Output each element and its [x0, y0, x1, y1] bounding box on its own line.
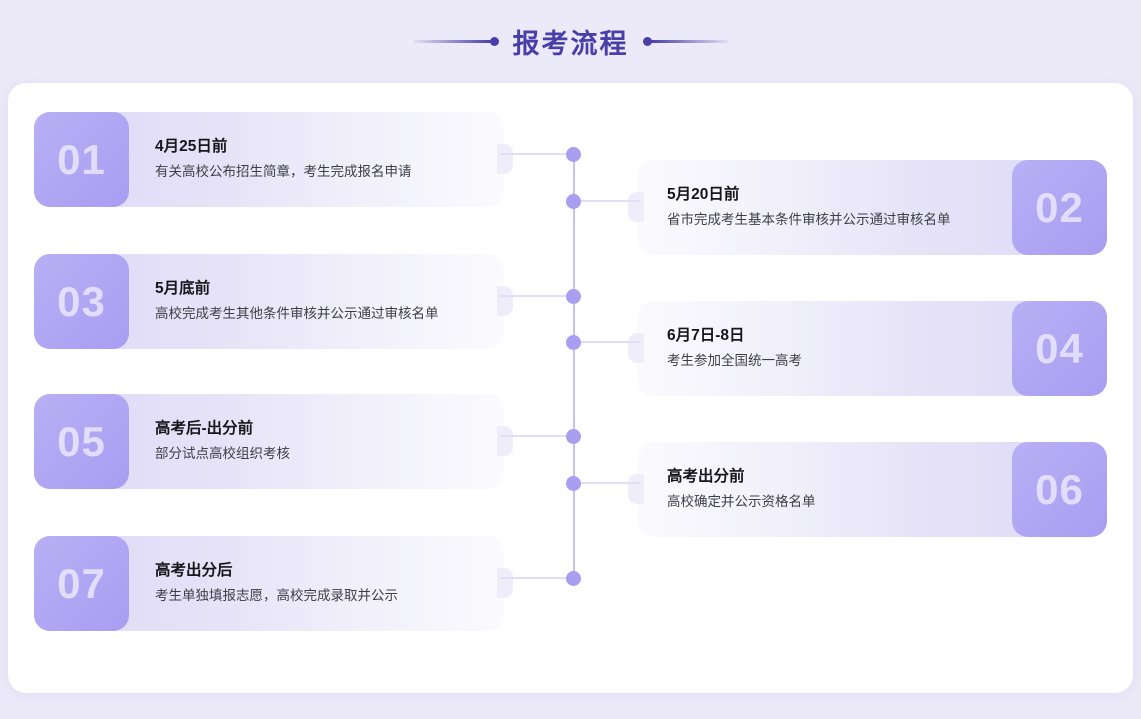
step-description: 高校完成考生其他条件审核并公示通过审核名单: [155, 306, 439, 322]
timeline-node-dot: [566, 335, 581, 350]
step-text-block: 5月20日前省市完成考生基本条件审核并公示通过审核名单: [637, 160, 1012, 255]
step-number-badge: 06: [1012, 442, 1107, 537]
decoration-dot: [489, 37, 499, 46]
step-text-block: 6月7日-8日考生参加全国统一高考: [637, 301, 1012, 396]
step-description: 考生参加全国统一高考: [667, 353, 802, 369]
step-text-block: 高考出分前高校确定并公示资格名单: [637, 442, 1012, 537]
step-description: 省市完成考生基本条件审核并公示通过审核名单: [667, 212, 951, 228]
step-text-block: 高考后-出分前部分试点高校组织考核: [129, 394, 504, 489]
step-description: 考生单独填报志愿，高校完成录取并公示: [155, 588, 398, 604]
step-connector-tab: [497, 286, 513, 316]
timeline-node-dot: [566, 476, 581, 491]
step-description: 部分试点高校组织考核: [155, 446, 290, 462]
step-connector-tab: [628, 192, 644, 222]
step-title: 5月底前: [155, 280, 211, 298]
page-header: 报考流程: [0, 0, 1141, 83]
timeline-node-dot: [566, 571, 581, 586]
step-number-badge: 02: [1012, 160, 1107, 255]
dot-line-decoration-icon: [642, 37, 729, 46]
step-number-badge: 03: [34, 254, 129, 349]
step-title: 高考出分前: [667, 468, 745, 486]
decoration-line: [650, 40, 729, 43]
timeline-spine: [573, 154, 575, 579]
timeline-connector: [574, 482, 641, 484]
step-connector-tab: [628, 474, 644, 504]
step-connector-tab: [628, 333, 644, 363]
timeline-connector: [500, 435, 574, 437]
timeline-connector: [500, 153, 574, 155]
step-title: 高考后-出分前: [155, 420, 254, 438]
step-text-block: 4月25日前有关高校公布招生简章，考生完成报名申请: [129, 112, 504, 207]
timeline-connector: [574, 341, 641, 343]
page-title: 报考流程: [512, 29, 629, 59]
decoration-line: [412, 40, 491, 43]
step-text-block: 高考出分后考生单独填报志愿，高校完成录取并公示: [129, 536, 504, 631]
step-number-badge: 04: [1012, 301, 1107, 396]
timeline-connector: [574, 200, 641, 202]
step-number-badge: 07: [34, 536, 129, 631]
step-connector-tab: [497, 568, 513, 598]
line-dot-decoration-icon: [412, 37, 499, 46]
step-title: 高考出分后: [155, 562, 233, 580]
timeline-connector: [500, 295, 574, 297]
timeline-node-dot: [566, 289, 581, 304]
step-title: 4月25日前: [155, 138, 228, 156]
step-title: 5月20日前: [667, 186, 740, 204]
step-description: 有关高校公布招生简章，考生完成报名申请: [155, 164, 412, 180]
timeline-connector: [500, 577, 574, 579]
step-text-block: 5月底前高校完成考生其他条件审核并公示通过审核名单: [129, 254, 504, 349]
step-connector-tab: [497, 426, 513, 456]
step-connector-tab: [497, 144, 513, 174]
step-number-badge: 05: [34, 394, 129, 489]
decoration-dot: [642, 37, 652, 46]
timeline-node-dot: [566, 429, 581, 444]
step-description: 高校确定并公示资格名单: [667, 494, 816, 510]
timeline-node-dot: [566, 147, 581, 162]
step-title: 6月7日-8日: [667, 327, 745, 345]
step-number-badge: 01: [34, 112, 129, 207]
timeline-node-dot: [566, 194, 581, 209]
